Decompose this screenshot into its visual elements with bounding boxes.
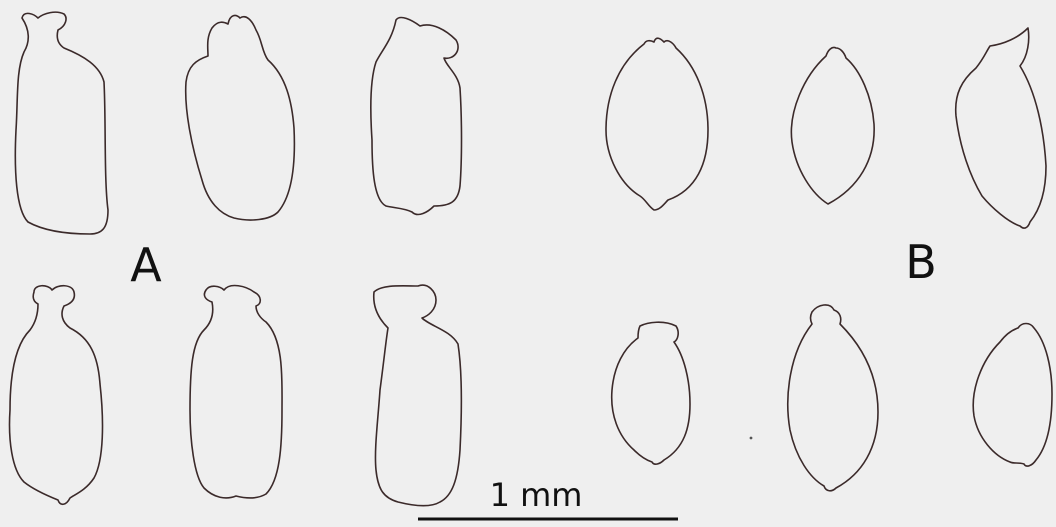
panel-label-b: B: [905, 235, 937, 289]
outline-a1: [15, 12, 108, 234]
outline-b6: [973, 324, 1052, 467]
panel-label-a: A: [130, 238, 162, 292]
speck-mark: [750, 437, 753, 440]
scale-bar-label: 1 mm: [490, 476, 583, 514]
outline-b1: [606, 38, 708, 210]
outline-b4: [612, 322, 690, 464]
panel-a-outlines-lower: [10, 285, 462, 506]
panel-b-outlines: [606, 28, 1046, 228]
outline-b2: [791, 47, 874, 204]
outline-a3: [371, 18, 462, 215]
panel-b-outlines-lower: [612, 305, 1052, 491]
scale-bar-group: 1 mm: [418, 476, 678, 519]
outline-a6: [374, 285, 462, 506]
outline-a5: [190, 286, 282, 498]
outline-a2: [186, 16, 295, 220]
outline-b3: [956, 28, 1046, 228]
outline-a4: [10, 286, 103, 505]
outline-b5: [788, 305, 878, 491]
panel-a-outlines: [15, 12, 461, 234]
